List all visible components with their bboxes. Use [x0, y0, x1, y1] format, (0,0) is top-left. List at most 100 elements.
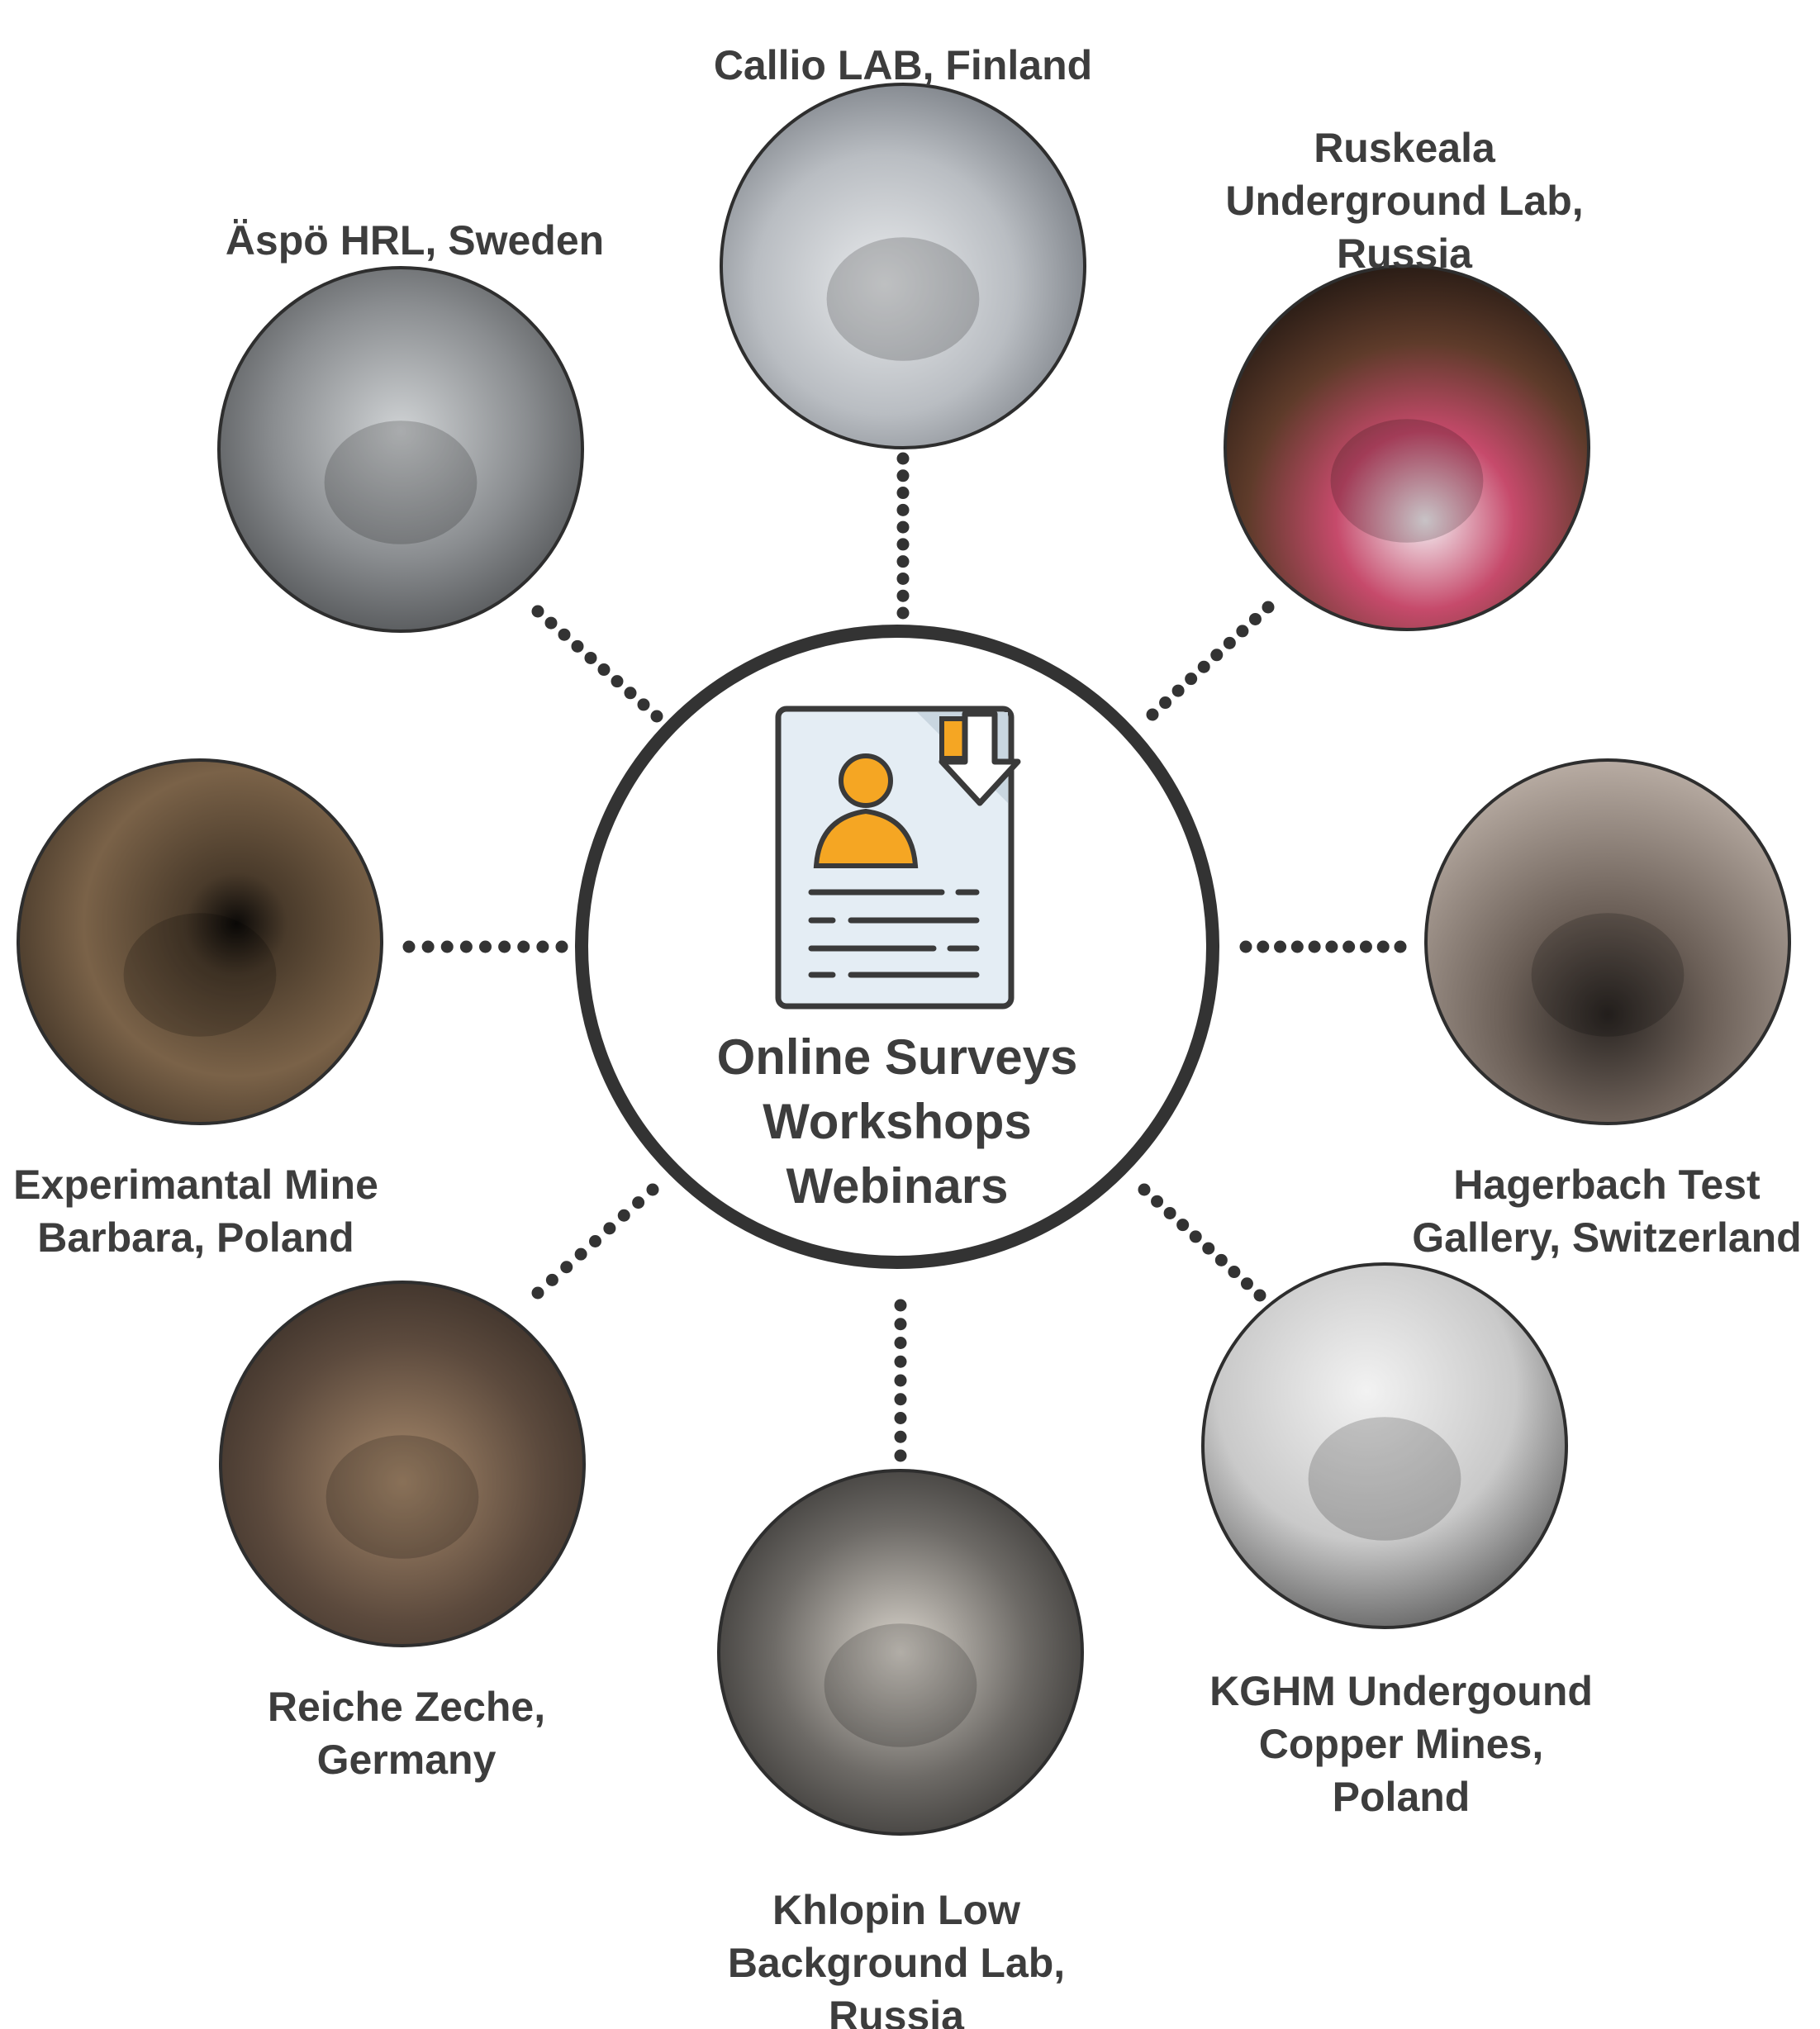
hub-line-1: Online Surveys — [717, 1029, 1078, 1085]
connector-dot — [1171, 684, 1185, 697]
connector-dot — [1239, 940, 1252, 953]
connector-dot — [1359, 940, 1372, 953]
connector-dot — [896, 469, 910, 482]
site-photo — [17, 758, 383, 1125]
connector-dot — [1163, 1206, 1176, 1219]
photo-detail — [826, 237, 980, 361]
connector-callio — [896, 452, 910, 620]
site-label-line: Russia — [829, 1993, 965, 2029]
connector-dot — [637, 698, 650, 711]
connector-dot — [1290, 940, 1304, 953]
connector-dot — [584, 651, 597, 664]
site-label-line: Experimantal Mine — [13, 1162, 378, 1208]
connector-dot — [1138, 1183, 1151, 1196]
site-label-line: Germany — [317, 1737, 497, 1783]
site-label-line: Khlopin Low — [772, 1887, 1020, 1933]
photo-detail — [1531, 913, 1685, 1037]
connector-dot — [558, 628, 571, 641]
connector-aspo — [531, 605, 663, 723]
site-label-line: Poland — [1333, 1774, 1471, 1820]
connector-dot — [1257, 940, 1270, 953]
site-label-line: Background Lab, — [728, 1940, 1065, 1986]
connector-reiche — [531, 1183, 659, 1300]
connector-dot — [896, 487, 910, 500]
connector-dot — [440, 940, 454, 953]
connector-dot — [896, 538, 910, 551]
site-label-line: Hagerbach Test — [1453, 1162, 1761, 1208]
photo-detail — [1308, 1417, 1461, 1541]
site-photo — [1224, 264, 1590, 631]
site-label-line: Reiche Zeche, — [268, 1684, 545, 1730]
connector-dot — [545, 1273, 558, 1286]
connector-dot — [1146, 708, 1159, 721]
connector-dot — [632, 1196, 645, 1209]
connector-dot — [617, 1209, 630, 1222]
connector-dot — [894, 1412, 907, 1424]
connector-dot — [896, 452, 910, 465]
hub-line-2: Workshops — [763, 1094, 1032, 1149]
connector-dot — [1214, 1253, 1228, 1266]
connector-dot — [646, 1183, 659, 1196]
connector-dot — [894, 1299, 907, 1312]
connector-dot — [894, 1355, 907, 1368]
connector-dot — [650, 710, 663, 723]
connector-dot — [1202, 1242, 1215, 1255]
connector-dot — [894, 1449, 907, 1462]
connector-dot — [589, 1235, 601, 1247]
connector-dot — [459, 940, 473, 953]
connector-dot — [894, 1318, 907, 1331]
site-label-line: KGHM Undergound — [1209, 1668, 1593, 1714]
connector-dot — [571, 639, 584, 653]
site-label-line: Ruskeala — [1314, 125, 1496, 171]
connector-dot — [1274, 940, 1287, 953]
connector-dot — [894, 1374, 907, 1387]
connector-dot — [894, 1337, 907, 1349]
site-callio: Callio LAB, Finland — [714, 42, 1092, 449]
connector-dot — [574, 1247, 587, 1261]
connector-dot — [1325, 940, 1338, 953]
connector-dot — [1228, 1266, 1241, 1279]
connector-hagerbach — [1239, 940, 1407, 953]
connector-dot — [555, 940, 568, 953]
connector-dot — [1248, 612, 1262, 625]
connector-dot — [896, 606, 910, 620]
site-photo — [1424, 758, 1791, 1125]
connector-dot — [498, 940, 511, 953]
connector-dot — [1197, 660, 1210, 673]
connector-dot — [1185, 672, 1198, 686]
connector-dot — [421, 940, 435, 953]
site-label-line: Äspö HRL, Sweden — [226, 217, 604, 264]
connector-dot — [1159, 696, 1172, 710]
connector-dot — [896, 520, 910, 534]
connector-dot — [531, 1286, 544, 1300]
site-label-line: Copper Mines, — [1259, 1721, 1543, 1767]
connector-dot — [544, 616, 558, 630]
connector-khlopin — [894, 1299, 907, 1462]
site-aspo: Äspö HRL, Sweden — [217, 217, 604, 633]
connector-dot — [1240, 1277, 1253, 1290]
survey-document-download-icon — [775, 706, 1021, 1010]
site-label-line: Gallery, Switzerland — [1412, 1214, 1801, 1261]
site-label-line: Russia — [1337, 230, 1473, 277]
connector-dot — [896, 572, 910, 585]
connector-dot — [479, 940, 492, 953]
connector-dot — [896, 503, 910, 516]
connector-dot — [536, 940, 549, 953]
connector-barbara — [402, 940, 568, 953]
connector-dot — [1394, 940, 1407, 953]
connector-dot — [1236, 625, 1249, 638]
connector-dot — [531, 605, 544, 618]
photo-detail — [324, 421, 478, 544]
site-photo — [720, 83, 1086, 449]
connector-dot — [560, 1261, 573, 1274]
site-label-line: Barbara, Poland — [37, 1214, 354, 1261]
connector-dot — [597, 663, 611, 677]
connector-dot — [896, 555, 910, 568]
site-photo — [1201, 1262, 1568, 1629]
